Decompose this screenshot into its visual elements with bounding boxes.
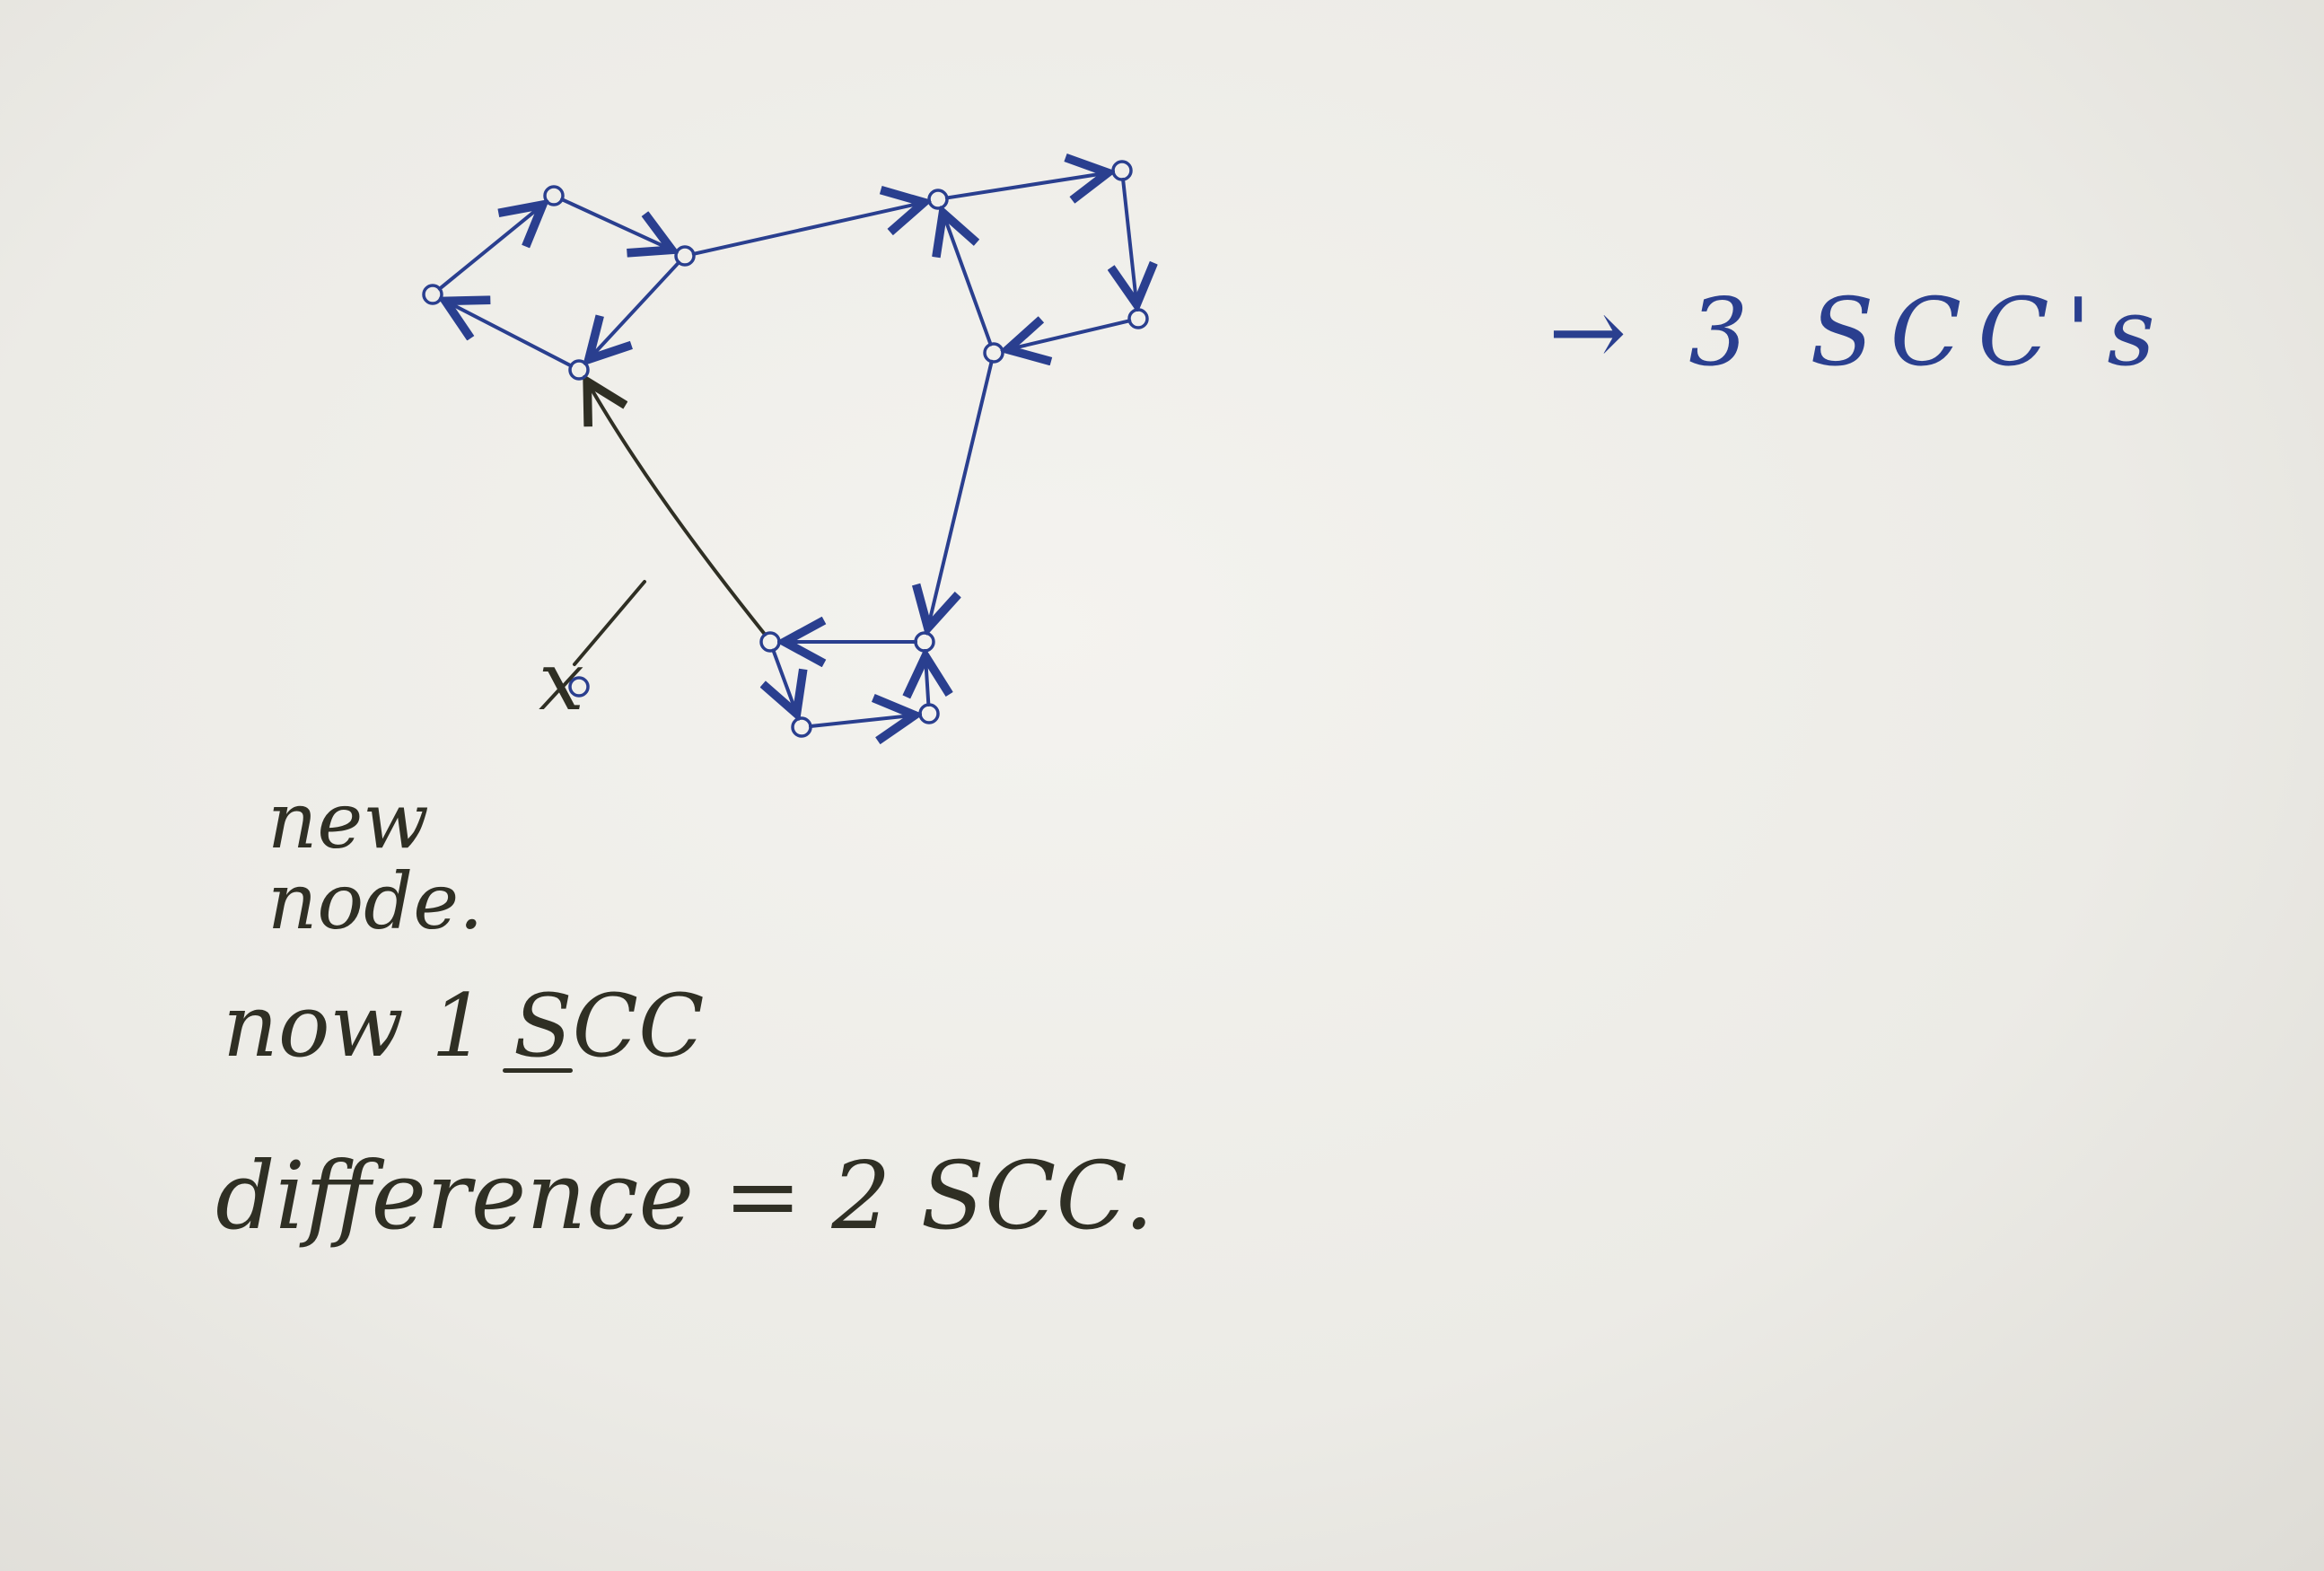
graph-edge-arrow (437, 205, 543, 291)
graph-node (791, 716, 812, 738)
graph-edge-arrow (944, 172, 1108, 197)
new-node-edge-arrow (587, 382, 767, 636)
graph-edge-arrow (589, 260, 681, 359)
graph-edge-arrow (925, 656, 928, 707)
graph-edge-arrow (445, 301, 574, 368)
graph-edge-arrow (691, 202, 925, 256)
graph-edge-arrow (1123, 177, 1136, 304)
graph-node (983, 342, 1004, 364)
graph-edge-arrow (1008, 320, 1132, 349)
difference-text: difference = 2 SCC. (215, 1141, 1154, 1251)
graph-edge-arrow (928, 359, 994, 628)
new-node-caption-line2: node. (267, 857, 484, 948)
new-node-caption-line1: new (267, 777, 429, 866)
graph-node (927, 189, 949, 210)
graph-node (568, 676, 590, 698)
graph-node (422, 284, 443, 305)
graph-edge-arrow (943, 213, 993, 347)
new-node-stroke (573, 580, 646, 666)
now-one-scc-text: now 1 SCC (223, 976, 705, 1076)
graph-node (759, 631, 781, 653)
graph-edge-arrow (560, 197, 671, 250)
graph-node (918, 703, 940, 724)
graph-node (543, 185, 565, 206)
graph-node (914, 631, 935, 653)
new-node-x-label: x (539, 635, 584, 729)
graph-edge-arrow (808, 715, 915, 726)
underline-stroke (503, 1068, 573, 1073)
graph-edge-arrow (773, 648, 796, 714)
graph-node (674, 245, 696, 267)
graph-node (1111, 160, 1133, 181)
scc-count-note: → 3 SCC's (1548, 277, 2171, 387)
graph-node (568, 359, 590, 381)
new-node-caption: new node. (267, 781, 483, 943)
graph-node (1127, 308, 1149, 329)
